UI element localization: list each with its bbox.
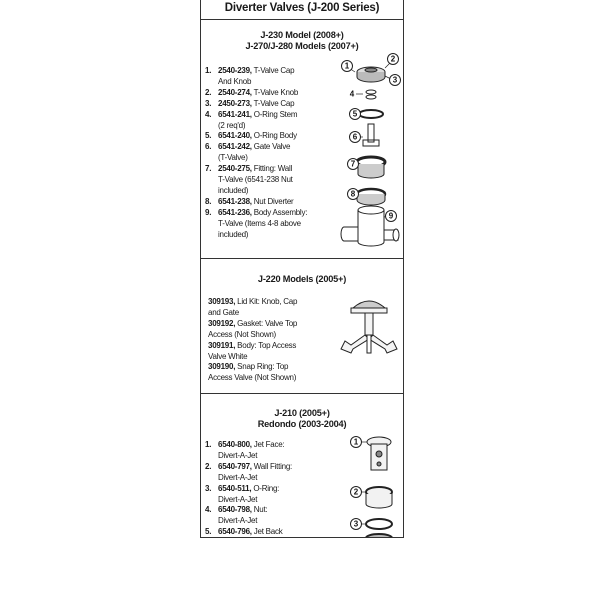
jet-face-icon	[366, 436, 392, 471]
list-item: 309193, Lid Kit: Knob, Cap and Gate	[208, 297, 298, 317]
page-title: Diverter Valves (J-200 Series)	[224, 2, 380, 14]
callout-3	[350, 518, 362, 530]
list-item: 309192, Gasket: Valve Top Access (Not Sh…	[208, 318, 298, 339]
callout-label: 9	[389, 212, 394, 221]
list-item: 309191, Body: Top Access Valve White	[208, 340, 297, 361]
wall-fitting-icon	[365, 486, 393, 509]
list-item: 3. 6540-511, O-Ring: Divert-A-Jet	[205, 483, 280, 504]
section-heading-j230: J-230 Model (2008+) J-270/J-280 Models (…	[201, 30, 403, 52]
callout-9	[385, 210, 397, 222]
nut-icon	[355, 187, 387, 206]
callout-label: 2	[391, 55, 396, 64]
parts-sheet: Diverter Valves (J-200 Series) J-230 Mod…	[200, 0, 404, 538]
callout-3	[389, 74, 401, 86]
list-item: 6. 6541-242, Gate Valve (T-Valve)	[205, 142, 291, 163]
list-item: 2. 2540-274, T-Valve Knob	[205, 87, 299, 97]
callout-label: 6	[353, 133, 358, 142]
callout-label: 3	[354, 520, 359, 529]
divert-a-jet-diagram: 1 2 3	[350, 436, 393, 537]
callout-label: 8	[351, 190, 356, 199]
stem-o-ring-icon	[365, 89, 377, 100]
callout-8	[347, 188, 359, 200]
t-valve-body-icon	[340, 205, 400, 247]
callout-2	[387, 53, 399, 65]
callout-5	[349, 108, 361, 120]
list-item: 8. 6541-238, Nut Diverter	[205, 196, 294, 206]
section-heading-j210: J-210 (2005+) Redondo (2003-2004)	[201, 408, 403, 430]
divider	[201, 258, 403, 259]
top-access-valve-diagram	[340, 300, 398, 354]
list-item: 9. 6541-236, Body Assembly: T-Valve (Ite…	[205, 207, 308, 239]
callout-label: 5	[353, 110, 358, 119]
t-valve-exploded-diagram: 1 2 3 4 5 6 7 8 9	[340, 53, 401, 247]
divider	[201, 19, 403, 20]
heading-line: J-220 Models (2005+)	[257, 274, 347, 284]
nut-icon	[365, 533, 393, 537]
o-ring-icon	[365, 518, 393, 530]
valve-cap-knob-icon	[356, 66, 386, 83]
heading-line: Redondo (2003-2004)	[257, 419, 347, 429]
list-item: 3. 2450-273, T-Valve Cap	[205, 98, 295, 108]
list-item: 5. 6541-240, O-Ring Body	[205, 131, 297, 141]
parts-list-j220: 309193, Lid Kit: Knob, Cap and Gate 3091…	[208, 297, 338, 384]
heading-line: J-230 Model (2008+)	[260, 30, 344, 40]
list-item: 4. 6540-798, Nut: Divert-A-Jet	[205, 505, 268, 526]
list-item: 2. 6540-797, Wall Fitting: Divert-A-Jet	[205, 461, 293, 482]
list-item: 309190, Snap Ring: Top Access Valve (Not…	[208, 362, 297, 383]
wall-fitting-icon	[355, 155, 387, 179]
list-item: 1. 2540-239, T-Valve Cap And Knob	[205, 66, 295, 86]
callout-label: 4	[350, 90, 355, 99]
callout-2	[350, 486, 362, 498]
body-o-ring-icon	[358, 109, 384, 119]
callout-label: 2	[354, 488, 359, 497]
callout-6	[349, 131, 361, 143]
list-item: 4. 6541-241, O-Ring Stem (2 req'd)	[205, 109, 298, 130]
heading-line: J-210 (2005+)	[274, 408, 330, 418]
valve-lid-icon	[351, 300, 387, 309]
divider	[201, 393, 403, 394]
callout-label: 1	[345, 62, 350, 71]
parts-list-j210: 1. 6540-800, Jet Face: Divert-A-Jet 2. 6…	[205, 440, 345, 537]
callout-label: 3	[393, 76, 398, 85]
callout-label: 7	[351, 160, 356, 169]
heading-line: J-270/J-280 Models (2007+)	[245, 41, 359, 51]
gate-valve-icon	[362, 123, 380, 147]
callout-label: 1	[354, 438, 359, 447]
section-heading-j220: J-220 Models (2005+)	[201, 274, 403, 285]
list-item: 5. 6540-796, Jet Back	[205, 527, 283, 537]
parts-list-j230: 1. 2540-239, T-Valve Cap And Knob 2. 254…	[205, 66, 345, 241]
list-item: 1. 6540-800, Jet Face: Divert-A-Jet	[205, 440, 285, 460]
callout-1	[341, 60, 353, 72]
list-item: 7. 2540-275, Fitting: Wall T-Valve (6541…	[205, 164, 293, 195]
callout-1	[350, 436, 362, 448]
callout-7	[347, 158, 359, 170]
